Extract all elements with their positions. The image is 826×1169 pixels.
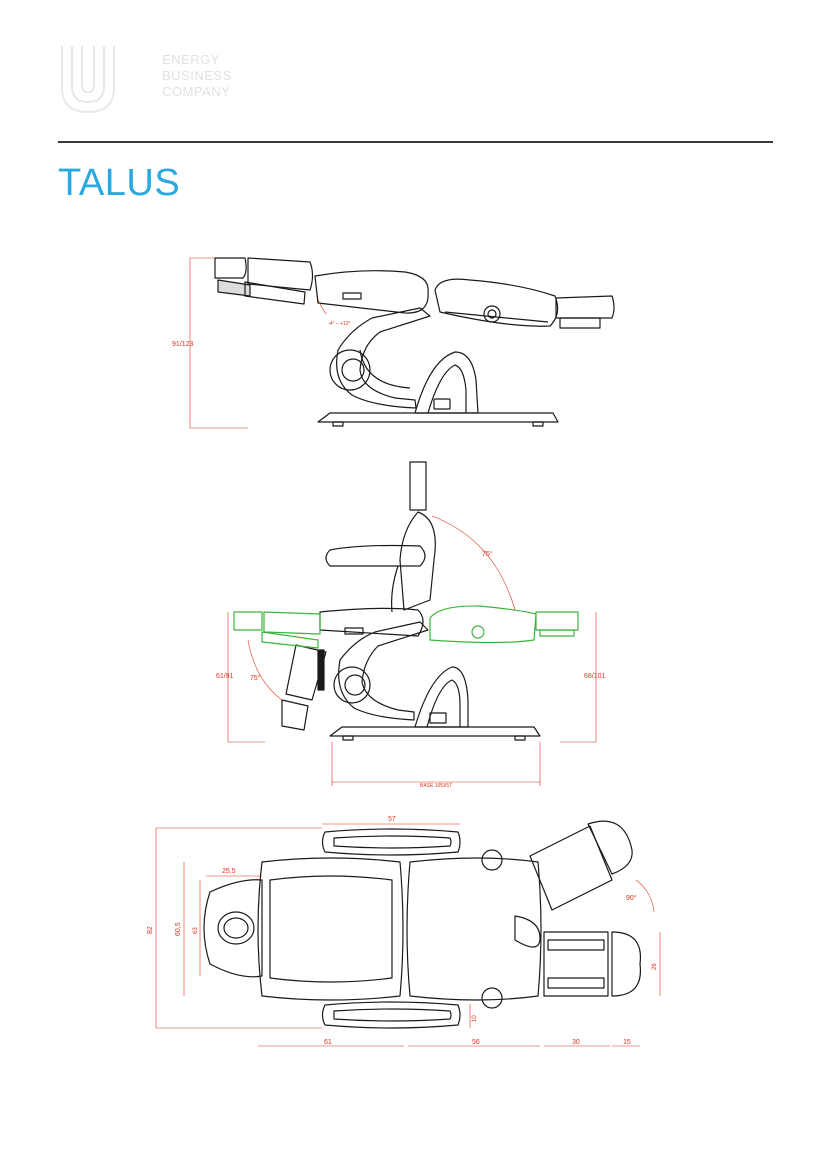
alt-position-outline [233, 605, 579, 649]
header-divider [58, 141, 773, 143]
dim-head-width: 63 [193, 927, 199, 934]
dim-left-height: 61/91 [216, 673, 234, 680]
dim-back-length: 61 [324, 1039, 332, 1046]
side-view-flat [214, 257, 615, 427]
dim-leg-width: 26 [652, 963, 658, 970]
dim-seat-width: 60,5 [175, 922, 182, 936]
top-view [203, 820, 642, 1029]
dimension-labels: 91/123 -4° – +12° 75° 75° 61/91 68/101 B… [147, 321, 658, 1046]
dim-right-height: 68/101 [584, 673, 606, 680]
dim-leg-rotate: 90° [626, 894, 637, 902]
page-title: TALUS [58, 162, 181, 204]
dim-foot-length: 15 [623, 1039, 631, 1046]
dim-back-angle: 75° [482, 550, 493, 558]
logo-text: ENERGY BUSINESS COMPANY [162, 52, 232, 100]
logo-mark-icon [61, 46, 115, 114]
side-view-reclined [281, 461, 541, 741]
logo-line: BUSINESS [162, 68, 232, 83]
logo-line: ENERGY [162, 52, 220, 67]
dim-armrest-gap: 10 [472, 1015, 478, 1022]
dim-base: BASE 105X57 [420, 783, 452, 789]
dim-height-range: 91/123 [172, 341, 194, 348]
dim-armrest-width: 57 [388, 816, 396, 823]
dim-leg-angle: 75° [250, 674, 261, 682]
dim-head-length: 25,5 [222, 868, 236, 875]
dim-total-width: 82 [147, 926, 154, 934]
company-logo: ENERGY BUSINESS COMPANY [58, 40, 298, 120]
dimension-lines [155, 257, 661, 1047]
logo-line: COMPANY [162, 84, 231, 99]
dim-seat-length: 56 [472, 1039, 480, 1046]
dim-leg-length: 30 [572, 1039, 580, 1046]
dim-tilt: -4° – +12° [328, 321, 351, 327]
